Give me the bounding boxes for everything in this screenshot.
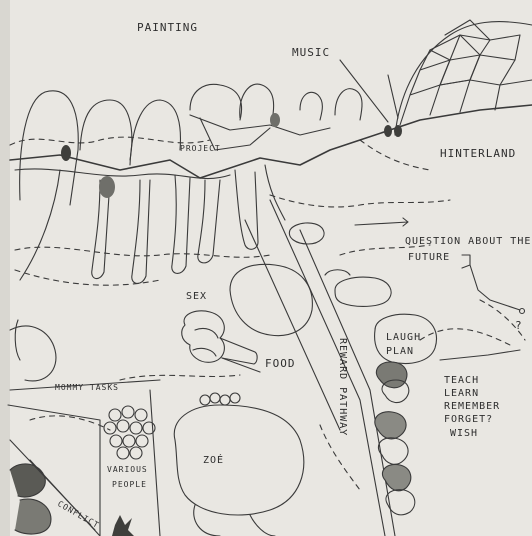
label-question: QUESTION ABOUT THE <box>405 237 531 247</box>
label-project: PROJECT <box>180 145 221 153</box>
label-plan: PLAN <box>386 347 414 357</box>
label-learn: LEARN <box>444 389 479 399</box>
label-remember: REMEMBER <box>444 402 500 412</box>
label-food: FOOD <box>265 358 296 369</box>
label-painting: PAINTING <box>137 22 198 33</box>
label-people: PEOPLE <box>112 481 147 489</box>
label-teach: TEACH <box>444 376 479 386</box>
label-zoe: ZOÉ <box>203 456 224 466</box>
paper-left-edge <box>0 0 10 536</box>
label-reward-pathway: REWARD PATHWAY <box>337 338 347 436</box>
label-wish: WISH <box>450 429 478 439</box>
label-various: VARIOUS <box>107 466 148 474</box>
label-music: MUSIC <box>292 47 330 58</box>
label-mommy-tasks: MOMMY TASKS <box>55 384 119 392</box>
label-hinterland: HINTERLAND <box>440 148 516 159</box>
label-future: FUTURE <box>408 253 450 263</box>
label-laugh: LAUGH <box>386 333 421 343</box>
label-forget: FORGET? <box>444 415 493 425</box>
label-question-mark: ? <box>515 320 523 331</box>
label-sex: SEX <box>186 292 207 302</box>
